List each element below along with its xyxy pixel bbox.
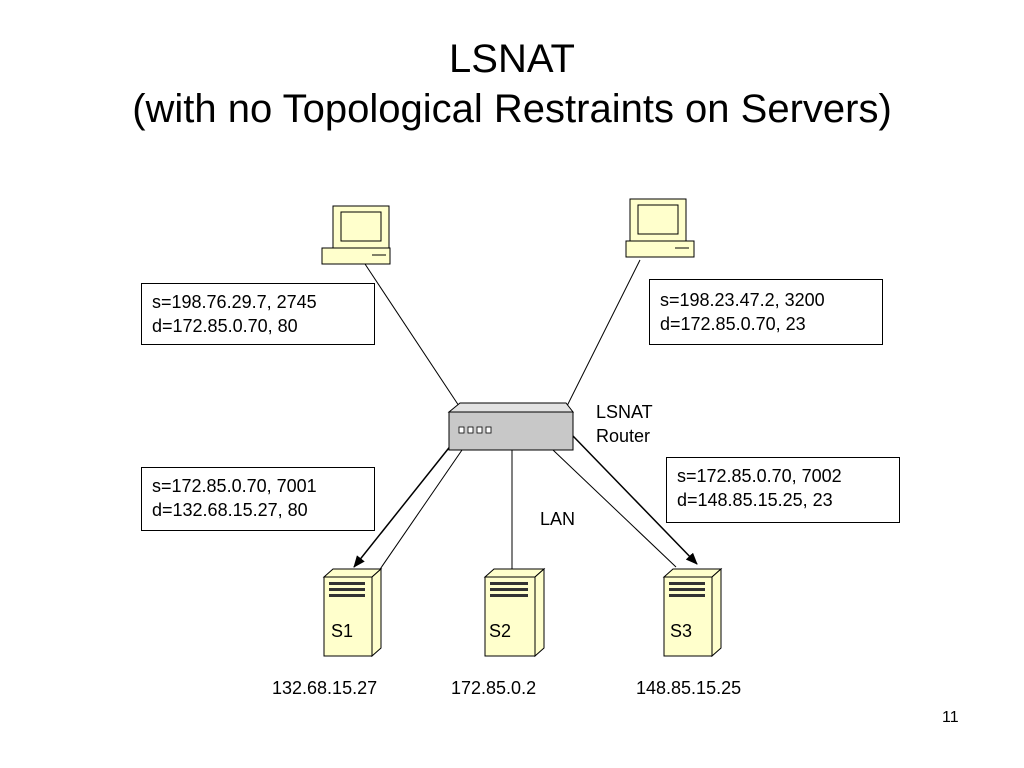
slide-title: LSNAT — [449, 37, 575, 81]
server-ip-s1: 132.68.15.27 — [272, 678, 378, 698]
router-label: LSNAT Router — [596, 400, 653, 448]
lan-label: LAN — [540, 509, 576, 529]
link-client1-router — [364, 263, 460, 407]
packet-destination: d=148.85.15.25, 23 — [677, 490, 833, 510]
packet-source: s=172.85.0.70, 7001 — [152, 476, 317, 496]
packet-destination: d=172.85.0.70, 23 — [660, 314, 806, 334]
packet-destination: d=132.68.15.27, 80 — [152, 500, 308, 520]
packet-box-to-s1: s=172.85.0.70, 7001 d=132.68.15.27, 80 — [141, 467, 375, 531]
router-label-line1: LSNAT — [596, 402, 653, 422]
server-name-s2: S2 — [489, 621, 512, 641]
packet-box-client1: s=198.76.29.7, 2745 d=172.85.0.70, 80 — [141, 283, 375, 345]
server-icon-s3 — [662, 567, 723, 658]
router-label-line2: Router — [596, 426, 651, 446]
server-ip-s3: 148.85.15.25 — [636, 678, 742, 698]
packet-box-client2: s=198.23.47.2, 3200 d=172.85.0.70, 23 — [649, 279, 883, 345]
computer-icon — [321, 205, 391, 265]
packet-destination: d=172.85.0.70, 80 — [152, 316, 298, 336]
packet-box-to-s3: s=172.85.0.70, 7002 d=148.85.15.25, 23 — [666, 457, 900, 523]
arrow-router-to-s1 — [353, 443, 453, 568]
packet-source: s=172.85.0.70, 7002 — [677, 466, 842, 486]
slide-subtitle: (with no Topological Restraints on Serve… — [132, 87, 892, 131]
link-client2-router — [565, 259, 641, 409]
server-ip-s2: 172.85.0.2 — [451, 678, 537, 698]
link-router-s3 — [552, 449, 677, 568]
page-number: 11 — [942, 709, 959, 726]
link-router-s1 — [373, 449, 463, 579]
packet-source: s=198.23.47.2, 3200 — [660, 290, 825, 310]
server-name-s1: S1 — [331, 621, 354, 641]
packet-source: s=198.76.29.7, 2745 — [152, 292, 317, 312]
server-icon-s1 — [322, 567, 383, 658]
arrow-router-to-s3 — [572, 435, 698, 565]
server-icon-s2 — [483, 567, 546, 658]
computer-icon — [625, 198, 695, 258]
router-icon — [447, 402, 575, 451]
server-name-s3: S3 — [670, 621, 693, 641]
